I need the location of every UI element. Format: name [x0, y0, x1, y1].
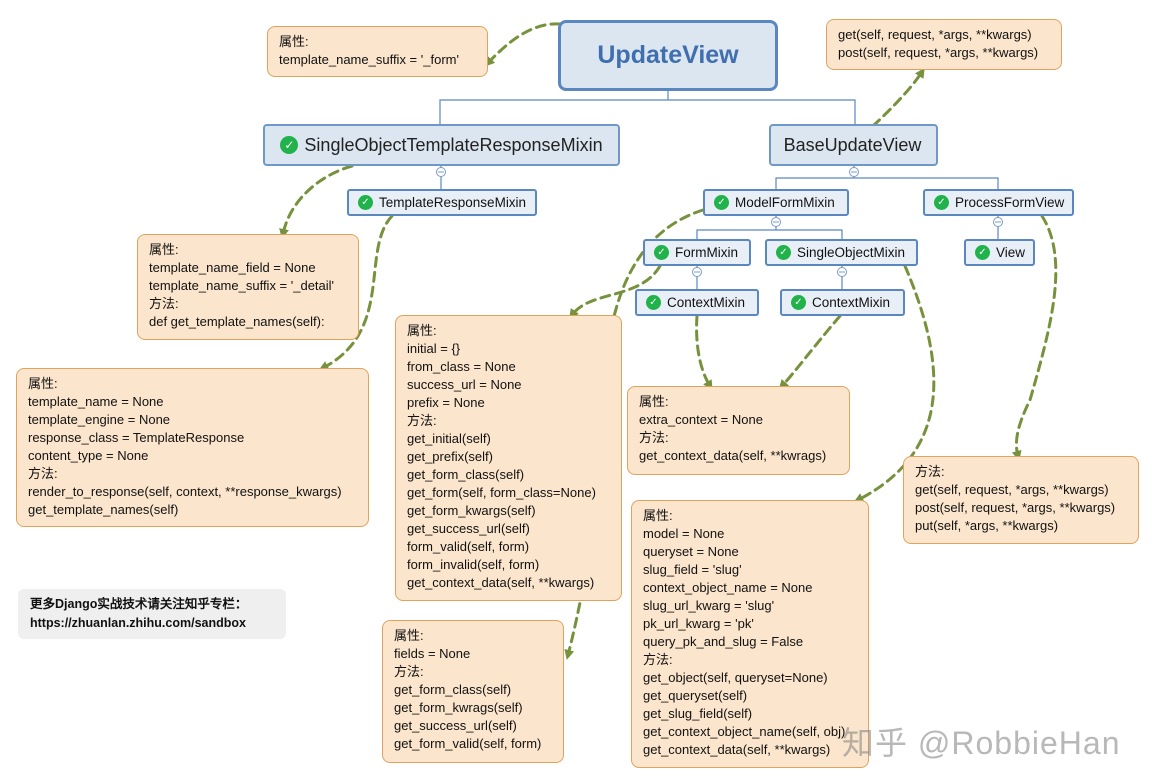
node-label: SingleObjectTemplateResponseMixin [304, 134, 603, 155]
watermark: 知乎 @RobbieHan [842, 725, 1121, 761]
node-label: ContextMixin [667, 295, 746, 310]
check-icon: ✓ [934, 195, 949, 210]
arrow-trm-note [318, 214, 394, 371]
node-label: View [996, 245, 1026, 260]
promo-link[interactable]: https://zhuanlan.zhihu.com/sandbox [30, 616, 246, 630]
node-single-object-mixin[interactable]: ✓ SingleObjectMixin [765, 239, 918, 266]
arrow-cm1-note [695, 314, 713, 391]
node-context-mixin-2[interactable]: ✓ ContextMixin [780, 289, 905, 316]
promo-box: 更多Django实战技术请关注知乎专栏： https://zhuanlan.zh… [18, 589, 286, 639]
node-label: ContextMixin [812, 295, 891, 310]
check-icon: ✓ [358, 195, 373, 210]
check-icon: ✓ [791, 295, 806, 310]
node-form-mixin[interactable]: ✓ FormMixin [643, 239, 751, 266]
note-context-mixin: 属性: extra_context = None 方法: get_context… [627, 386, 850, 475]
note-root-methods: get(self, request, *args, **kwargs) post… [826, 19, 1062, 70]
arrow-cm2-note [778, 314, 842, 390]
arrow-root-methods [871, 67, 925, 128]
node-label: ModelFormMixin [735, 195, 835, 210]
node-process-form-view[interactable]: ✓ ProcessFormView [923, 189, 1074, 216]
note-process-form-view: 方法: get(self, request, *args, **kwargs) … [903, 456, 1139, 544]
node-template-response-mixin[interactable]: ✓ TemplateResponseMixin [347, 189, 537, 216]
note-root-attributes: 属性: template_name_suffix = '_form' [267, 26, 488, 77]
node-single-object-template-response-mixin[interactable]: ✓ SingleObjectTemplateResponseMixin [263, 124, 620, 166]
check-icon: ✓ [776, 245, 791, 260]
tree-connector [696, 216, 843, 240]
updateview-node[interactable]: UpdateView [558, 20, 778, 91]
note-single-object-mixin: 属性: model = None queryset = None slug_fi… [631, 500, 869, 768]
updateview-label: UpdateView [597, 41, 739, 69]
note-form-mixin: 属性: initial = {} from_class = None succe… [395, 315, 622, 601]
arrow-fm-note [569, 264, 662, 320]
node-label: SingleObjectMixin [797, 245, 906, 260]
arrow-sotrm-note [279, 164, 354, 239]
note-sotrm: 属性: template_name_field = None template_… [137, 234, 359, 340]
tree-connector [775, 165, 999, 189]
node-base-update-view[interactable]: BaseUpdateView [769, 124, 938, 166]
check-icon: ✓ [654, 245, 669, 260]
node-label: FormMixin [675, 245, 738, 260]
node-label: BaseUpdateView [783, 134, 922, 155]
arrow-som-note [853, 264, 936, 503]
check-icon: ✓ [975, 245, 990, 260]
arrow-root-attrs [484, 22, 562, 67]
note-template-response-mixin: 属性: template_name = None template_engine… [16, 368, 369, 527]
note-model-form-mixin: 属性: fields = None 方法: get_form_class(sel… [382, 620, 564, 763]
node-view[interactable]: ✓ View [964, 239, 1035, 266]
node-model-form-mixin[interactable]: ✓ ModelFormMixin [703, 189, 849, 216]
tree-connector [439, 90, 856, 125]
arrow-pfv-note [1011, 214, 1058, 461]
node-label: ProcessFormView [955, 195, 1065, 210]
check-icon: ✓ [646, 295, 661, 310]
check-icon: ✓ [280, 136, 299, 154]
check-icon: ✓ [714, 195, 729, 210]
promo-text: 更多Django实战技术请关注知乎专栏： [30, 597, 248, 611]
node-context-mixin-1[interactable]: ✓ ContextMixin [635, 289, 759, 316]
node-label: TemplateResponseMixin [379, 195, 527, 210]
